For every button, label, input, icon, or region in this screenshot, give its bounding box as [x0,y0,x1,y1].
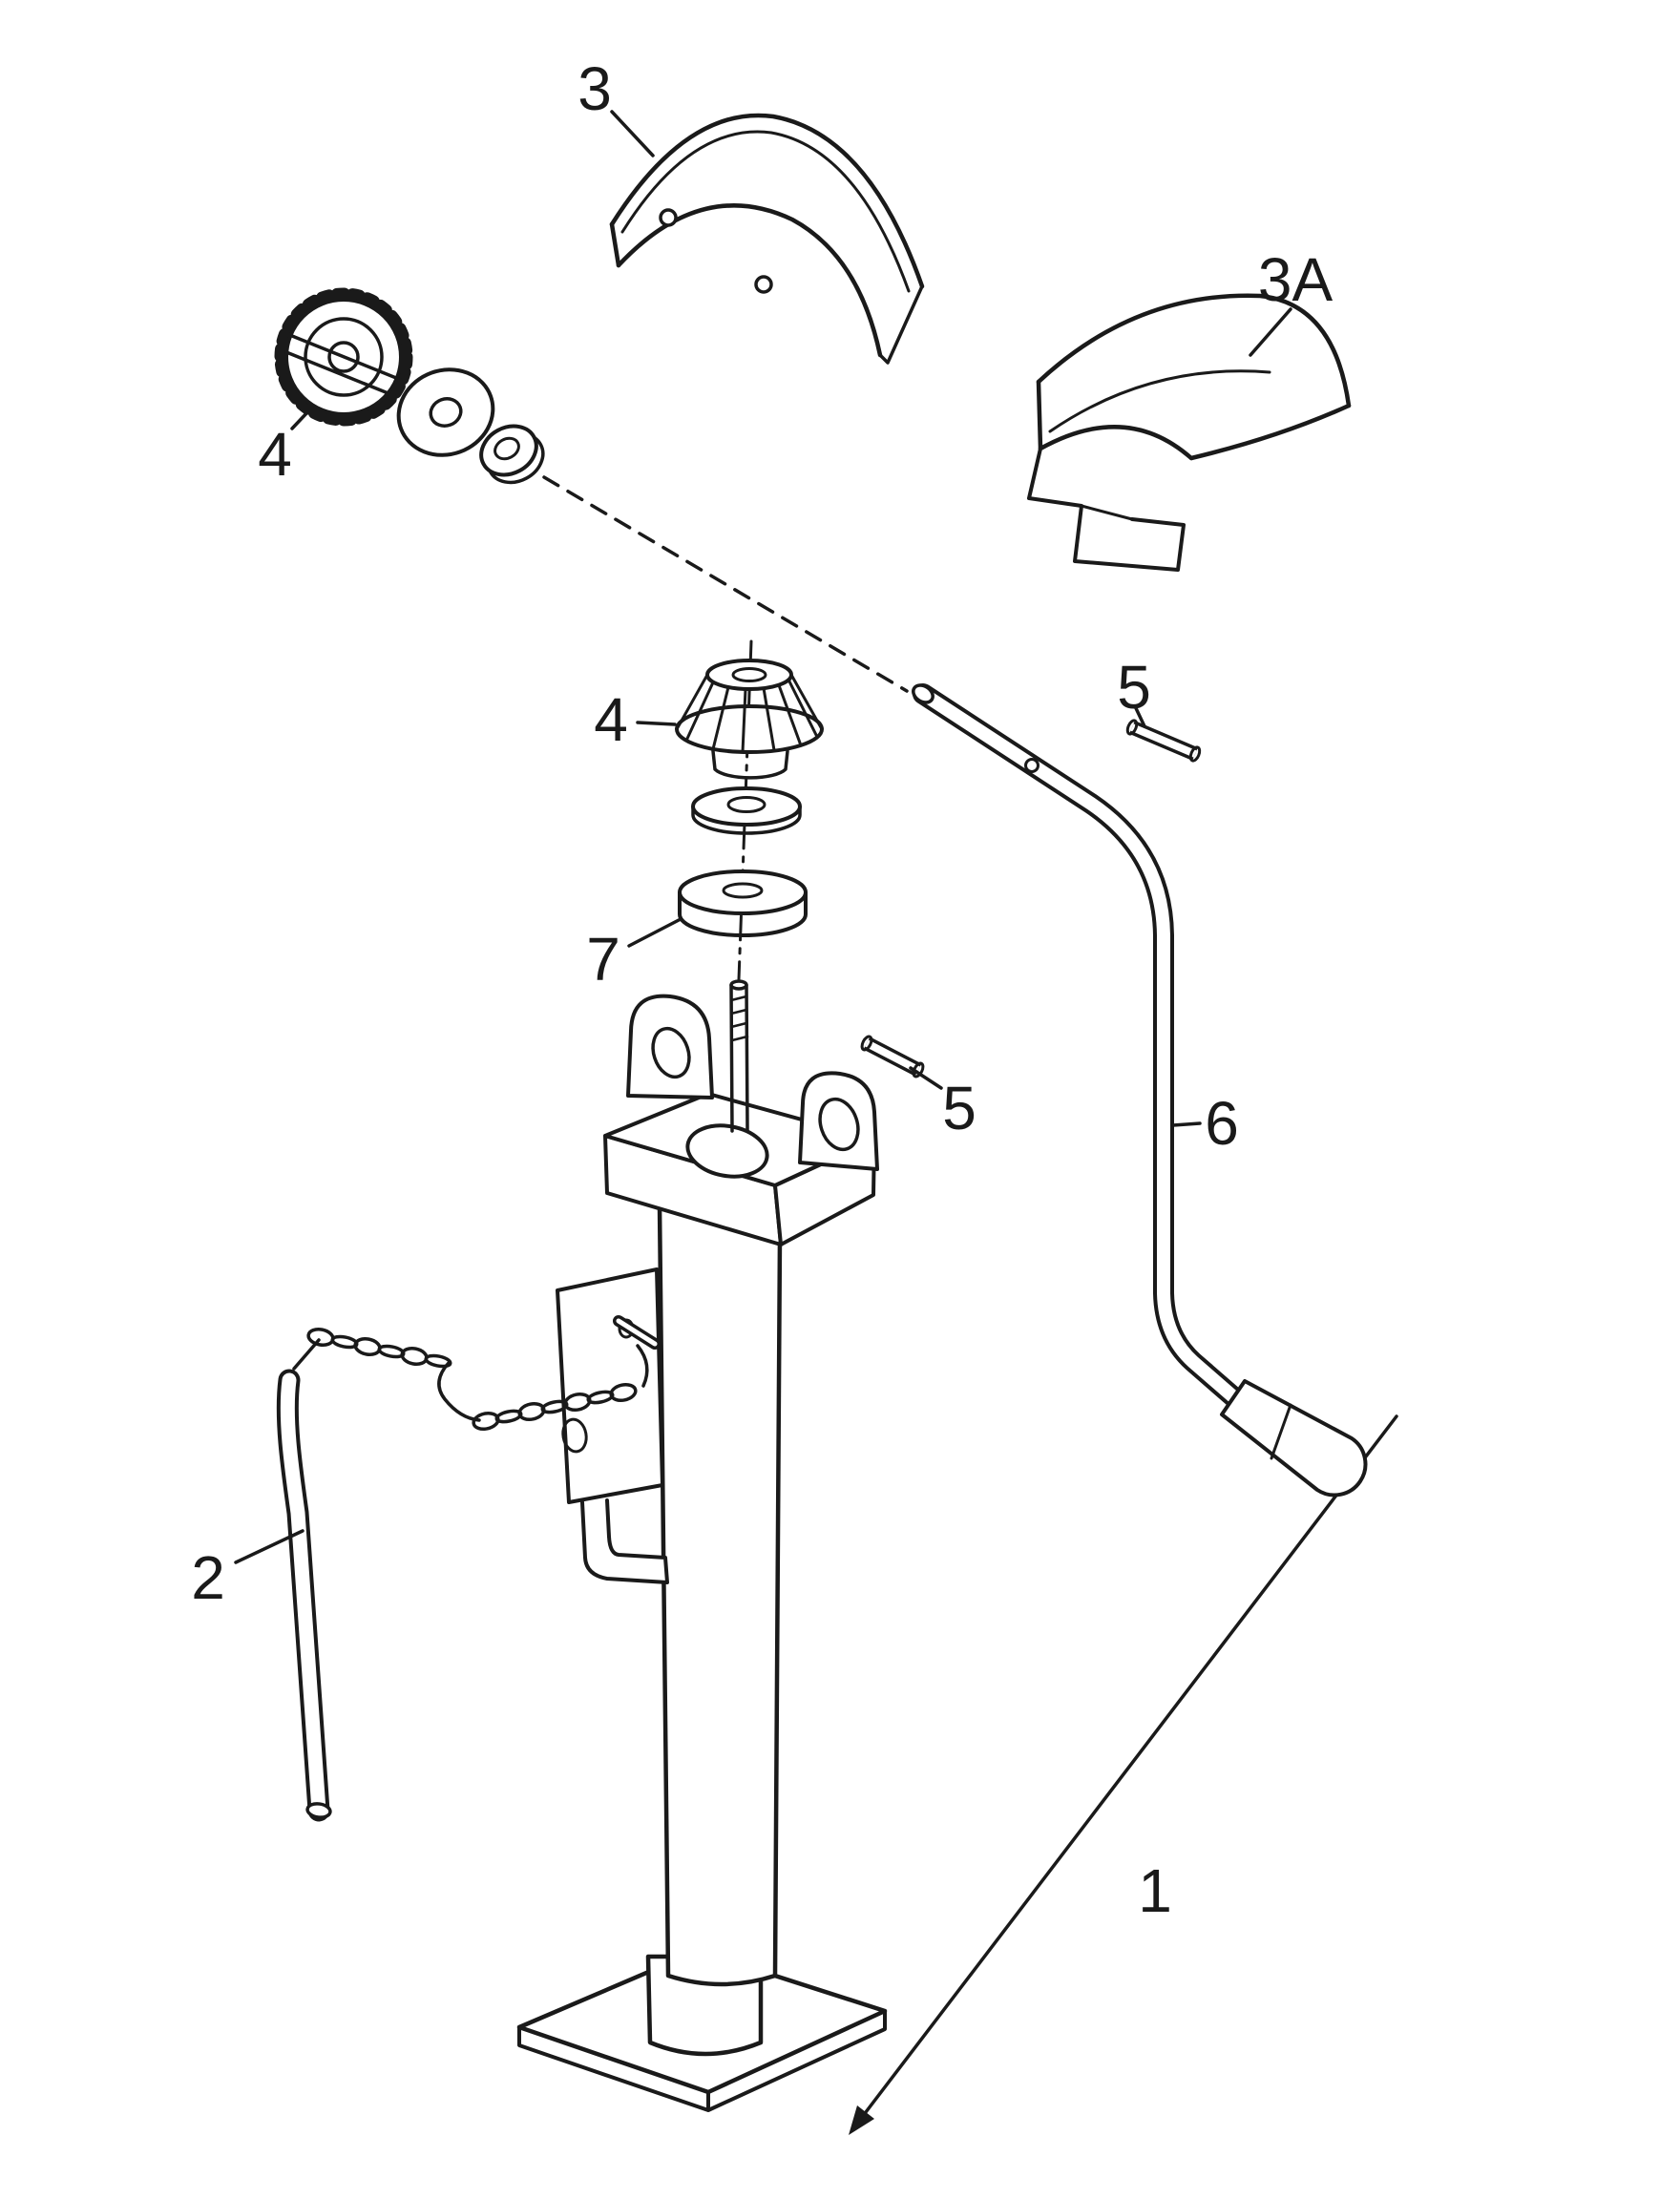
leader-6 [1171,1121,1202,1127]
leader-2 [234,1529,304,1564]
part1-leader-line [849,1414,1398,2135]
leader-5-upper [1134,706,1146,728]
leader-7 [627,917,682,948]
leader-5-lower [909,1066,943,1090]
chain-end-link [636,1344,649,1388]
release-hook [580,1498,669,1584]
part4-upper-gear-assembly [274,287,545,485]
gear-teeth [675,673,824,754]
leader-3a [1249,307,1292,357]
threads [729,995,749,1042]
side-plate [556,1267,669,1584]
bushing [479,424,538,477]
part1-jack-body [516,979,888,2112]
top-bracket [603,979,879,1246]
callout-7-label: 7 [586,925,620,994]
callout-4-center-label: 4 [594,685,628,754]
callout-3a-label: 3A [1258,245,1334,314]
leader-4-upper [290,409,310,430]
rod-open-end [305,1802,332,1819]
handle-tip [912,683,934,704]
assembly-axis-diagonal-dashed-line [542,475,909,693]
knurl-teeth [274,287,413,427]
callout-3-label: 3 [578,54,612,123]
washer [396,367,495,457]
chain-slack-hook [437,1361,481,1422]
callout-6-label: 6 [1205,1089,1239,1158]
part6-crank-handle [912,683,1368,1497]
rivet-hole [754,275,773,294]
gear-hub [711,749,789,780]
callout-5-upper-label: 5 [1117,653,1151,722]
washer [691,786,802,827]
callout-4-upper-label: 4 [258,420,292,489]
screw-shaft [729,979,749,1133]
callout-leader-lines [234,110,1292,1564]
callout-labels: 3 3A 4 4 5 5 6 7 2 1 [191,54,1333,1925]
part5-upper-pin [1125,719,1202,763]
outer-tube [657,1202,783,1987]
leader-arrowhead [849,2105,874,2135]
gear-slot [284,334,403,398]
part3a-clip-cover [1027,293,1352,572]
gear-bore [731,667,767,682]
part3-cover [609,113,925,365]
part2-pull-rod [276,1338,332,1822]
part5-lower-pin [860,1035,925,1079]
part4-center-bevel-gear [675,659,824,835]
leader-3 [610,110,655,157]
leader-4-center [636,721,677,726]
callout-5-lower-label: 5 [942,1074,976,1142]
handle-grip [1220,1379,1368,1497]
pin-hole [1024,758,1040,773]
part7-spacer [678,869,808,937]
safety-chain [306,1315,661,1432]
callout-1-label: 1 [1138,1856,1172,1925]
callout-2-label: 2 [191,1543,225,1612]
rivet-hole [659,208,678,227]
